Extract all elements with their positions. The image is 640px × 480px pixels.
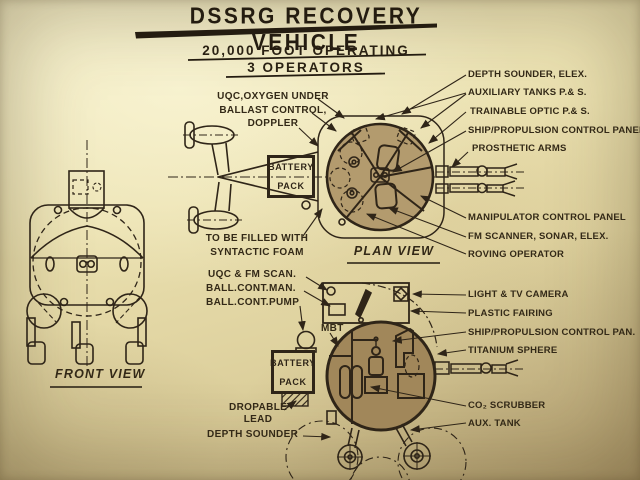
note-line: LEAD (243, 413, 273, 425)
front-view-drawing (26, 140, 148, 372)
callout-light-tv-camera: LIGHT & TV CAMERA (468, 289, 569, 300)
callout-depth-sounder-elex: DEPTH SOUNDER, ELEX. (468, 69, 588, 80)
note-line: TO BE FILLED WITH (205, 233, 309, 244)
caption-front-view: FRONT VIEW (55, 367, 146, 381)
callout-dropable-lead: DROPABLE LEAD (229, 402, 287, 425)
note-uqc-oxygen: UQC,OXYGEN UNDER BALLAST CONTROL, DOPPLE… (212, 90, 334, 131)
note-syntactic-foam: TO BE FILLED WITH SYNTACTIC FOAM (203, 232, 311, 259)
title-rules (50, 23, 440, 388)
callout-prosthetic-arms: PROSTHETIC ARMS (472, 143, 567, 154)
callout-aux-tank: AUX. TANK (468, 418, 521, 429)
note-line: UQC,OXYGEN UNDER (217, 91, 329, 102)
callout-fm-scanner-sonar: FM SCANNER, SONAR, ELEX. (468, 231, 609, 242)
title: DSSRG RECOVERY VEHICLE (189, 3, 423, 56)
note-line: DOPPLER (247, 118, 299, 129)
callout-auxiliary-tanks: AUXILIARY TANKS P.& S. (468, 87, 587, 98)
note-line: BALLAST CONTROL, (219, 104, 327, 116)
note-line: DROPABLE (229, 402, 288, 413)
caption-plan-view: PLAN VIEW (353, 244, 435, 258)
callout-co2-scrubber: CO₂ SCRUBBER (468, 400, 546, 411)
callout-trainable-optic: TRAINABLE OPTIC P.& S. (470, 106, 590, 117)
callout-depth-sounder-bottom: DEPTH SOUNDER (207, 429, 299, 440)
callout-roving-operator: ROVING OPERATOR (468, 249, 565, 260)
callout-ball-cont-pump: BALL.CONT.PUMP (206, 297, 300, 308)
battery-pack-side: BATTERY PACK (270, 351, 316, 393)
callout-plastic-fairing: PLASTIC FAIRING (468, 308, 553, 319)
battery-line: BATTERY (268, 162, 314, 173)
subtitle-operating-depth: 20,000 FOOT OPERATING (202, 43, 410, 58)
label-mbt: MBT (321, 323, 344, 334)
callout-ball-cont-man: BALL.CONT.MAN. (206, 283, 296, 294)
subtitle-operators: 3 OPERATORS (247, 60, 365, 75)
battery-line: PACK (277, 180, 305, 191)
battery-pack-plan: BATTERY PACK (268, 156, 314, 197)
side-view-drawing (271, 282, 523, 480)
callout-titanium-sphere: TITANIUM SPHERE (468, 345, 558, 356)
callout-ship-propulsion-panel: SHIP/PROPULSION CONTROL PANEL (468, 125, 640, 136)
battery-line: PACK (279, 376, 307, 387)
battery-line: BATTERY (270, 357, 316, 368)
callout-uqc-fm-scan: UQC & FM SCAN. (208, 269, 297, 280)
note-line: SYNTACTIC FOAM (210, 246, 304, 258)
leader-lines (283, 74, 469, 441)
callout-manipulator-panel: MANIPULATOR CONTROL PANEL (468, 212, 626, 223)
callout-ship-propulsion-pan: SHIP/PROPULSION CONTROL PAN. (468, 327, 636, 338)
